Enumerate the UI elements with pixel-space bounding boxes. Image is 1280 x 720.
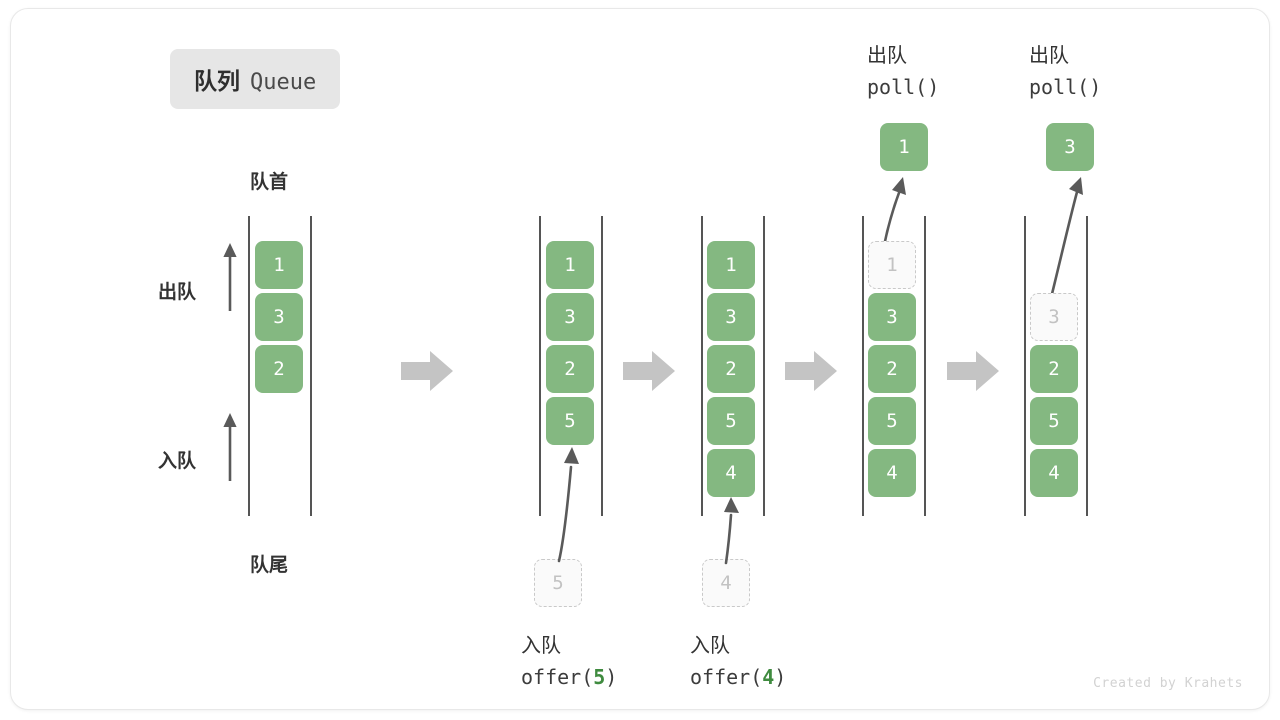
queue-cell: 4	[868, 449, 916, 497]
diagram-card: 队列 Queue 队首 队尾 出队 入队 1 3 2 1 3 2 5 5 入队 …	[10, 8, 1270, 710]
queue-cell: 3	[868, 293, 916, 341]
queue-cell: 1	[546, 241, 594, 289]
queue-cell: 2	[868, 345, 916, 393]
queue-rail-left	[862, 216, 864, 516]
label-dequeue: 出队	[158, 282, 197, 303]
queue-rail-right	[601, 216, 603, 516]
queue-cell: 3	[707, 293, 755, 341]
operation-code: poll()	[867, 75, 940, 99]
queue-cell: 5	[707, 397, 755, 445]
queue-cell: 1	[255, 241, 303, 289]
queue-cell: 4	[1030, 449, 1078, 497]
enqueue-motion-arrow-icon	[557, 447, 579, 563]
queue-cell: 2	[255, 345, 303, 393]
queue-cell-new: 4	[707, 449, 755, 497]
operation-code: offer(4)	[690, 665, 787, 689]
queue-cell: 3	[255, 293, 303, 341]
operation-code: offer(5)	[521, 665, 618, 689]
watermark: Created by Krahets	[1093, 676, 1243, 691]
dequeue-motion-arrow-icon	[1048, 177, 1083, 304]
dequeued-element: 1	[880, 123, 928, 171]
queue-rail-right	[310, 216, 312, 516]
operation-label-cn: 出队	[867, 45, 907, 67]
queue-rail-right	[1086, 216, 1088, 516]
step-arrow-icon	[785, 351, 837, 391]
queue-rail-left	[248, 216, 250, 516]
queue-cell: 5	[868, 397, 916, 445]
queue-rail-right	[763, 216, 765, 516]
label-queue-tail: 队尾	[250, 555, 289, 576]
queue-rail-left	[1024, 216, 1026, 516]
incoming-element-placeholder: 4	[702, 559, 750, 607]
operation-label-cn: 入队	[690, 635, 730, 657]
operation-code: poll()	[1029, 75, 1102, 99]
dequeue-direction-arrow-icon	[223, 243, 237, 311]
queue-cell: 2	[707, 345, 755, 393]
dequeued-element: 3	[1046, 123, 1094, 171]
queue-cell: 2	[1030, 345, 1078, 393]
queue-cell-new: 5	[546, 397, 594, 445]
operation-label-cn: 出队	[1029, 45, 1069, 67]
title-en: Queue	[250, 70, 317, 95]
queue-cell: 3	[546, 293, 594, 341]
title-cn: 队列	[194, 68, 240, 94]
dequeue-motion-arrow-icon	[882, 177, 906, 248]
queue-rail-left	[539, 216, 541, 516]
queue-cell: 5	[1030, 397, 1078, 445]
queue-rail-right	[924, 216, 926, 516]
diagram-title-chip: 队列 Queue	[170, 49, 341, 109]
step-arrow-icon	[947, 351, 999, 391]
incoming-element-placeholder: 5	[534, 559, 582, 607]
label-queue-head: 队首	[250, 172, 289, 193]
operation-label-cn: 入队	[521, 635, 561, 657]
queue-cell: 2	[546, 345, 594, 393]
queue-rail-left	[701, 216, 703, 516]
step-arrow-icon	[401, 351, 453, 391]
label-enqueue: 入队	[158, 451, 197, 472]
queue-cell-removed: 1	[868, 241, 916, 289]
enqueue-motion-arrow-icon	[724, 497, 739, 565]
step-arrow-icon	[623, 351, 675, 391]
enqueue-direction-arrow-icon	[223, 413, 237, 481]
queue-cell: 1	[707, 241, 755, 289]
queue-cell-removed: 3	[1030, 293, 1078, 341]
